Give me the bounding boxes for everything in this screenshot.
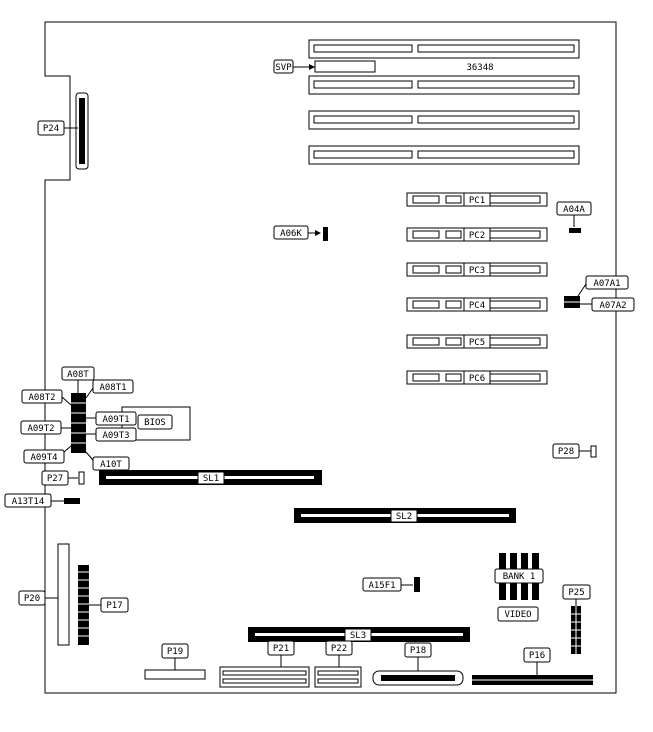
svp-label: SVP [275, 63, 292, 73]
isa-slots [308, 39, 580, 165]
bios-callout: BIOS [137, 414, 173, 430]
pc4-label: PC4 [469, 301, 485, 311]
p22-connector [314, 666, 362, 688]
a09t2-label: A09T2 [27, 424, 54, 434]
svp-callout: SVP [273, 59, 315, 74]
a10t-label: A10T [100, 460, 122, 470]
a13t14-label: A13T14 [12, 497, 45, 507]
a04a-callout: A04A [556, 201, 592, 233]
video-label: VIDEO [504, 610, 531, 620]
sl3-label: SL3 [350, 631, 366, 641]
p17-callout: P17 [89, 597, 129, 613]
bank1-callout: BANK 1 [494, 568, 544, 584]
p17-label: P17 [106, 601, 122, 611]
a09t2-callout: A09T2 [20, 420, 71, 435]
sl2-slot: SL2 [294, 508, 516, 523]
a15f1-label: A15F1 [368, 581, 395, 591]
p19-callout: P19 [144, 643, 206, 680]
a04a-jumper [569, 228, 581, 233]
a06k-callout: A06K [273, 225, 328, 241]
sl1-label: SL1 [203, 474, 219, 484]
p16-callout: P16 [472, 647, 593, 685]
p21-connector [219, 666, 310, 688]
a10t-callout: A10T [85, 451, 130, 471]
p16-label: P16 [529, 651, 545, 661]
p24-callout: P24 [37, 120, 78, 136]
a09t3-label: A09T3 [102, 431, 129, 441]
a07a1-label: A07A1 [593, 279, 620, 289]
p22-label: P22 [331, 644, 347, 654]
a08t2-callout: A08T2 [21, 389, 72, 406]
a09t4-label: A09T4 [30, 453, 57, 463]
a15f1-jumper [414, 577, 420, 592]
pci-slot-labels: PC1 PC2 PC3 PC4 PC5 PC6 [463, 192, 491, 385]
sl2-label: SL2 [396, 512, 412, 522]
a04a-label: A04A [563, 205, 585, 215]
board-outline [44, 21, 617, 694]
a09t3-callout: A09T3 [86, 427, 137, 442]
p20-callout: P20 [18, 590, 58, 606]
p27-label: P27 [47, 474, 63, 484]
p22-callout: P22 [314, 640, 362, 688]
p25-callout: P25 [562, 584, 591, 654]
video-memory-sockets [499, 553, 539, 600]
sl1-slot: SL1 [99, 470, 322, 485]
p21-callout: P21 [219, 640, 310, 688]
a07a2-label: A07A2 [599, 301, 626, 311]
bank1-label: BANK 1 [503, 572, 536, 582]
p18-callout: P18 [372, 642, 464, 686]
p28-connector [590, 445, 597, 458]
a13t14-jumper [64, 498, 80, 504]
p27-connector [78, 471, 85, 485]
a15f1-callout: A15F1 [362, 577, 420, 592]
a09t1-label: A09T1 [102, 415, 129, 425]
p17-connector [78, 565, 89, 645]
a07a-callouts: A07A1 A07A2 [564, 275, 635, 312]
a09t4-callout: A09T4 [23, 445, 72, 464]
a09t1-callout: A09T1 [86, 411, 137, 426]
p28-label: P28 [558, 447, 574, 457]
a06k-jumper [323, 227, 328, 241]
pc5-label: PC5 [469, 338, 485, 348]
pc2-label: PC2 [469, 231, 485, 241]
a08t1-label: A08T1 [99, 383, 126, 393]
a06k-label: A06K [280, 229, 302, 239]
p18-label: P18 [410, 646, 426, 656]
video-callout: VIDEO [497, 606, 539, 622]
board-model-number: 36348 [466, 63, 493, 73]
p24-label: P24 [43, 124, 59, 134]
a13t14-callout: A13T14 [4, 493, 80, 508]
p25-label: P25 [568, 588, 584, 598]
p28-callout: P28 [552, 443, 597, 459]
pc6-label: PC6 [469, 374, 485, 384]
p27-callout: P27 [41, 470, 85, 486]
p21-label: P21 [273, 644, 289, 654]
pci-slots [406, 192, 548, 385]
svp-header [314, 60, 376, 73]
sl3-slot: SL3 [248, 627, 470, 642]
p20-connector [57, 543, 70, 646]
pc1-label: PC1 [469, 196, 485, 206]
bios-label: BIOS [144, 418, 166, 428]
a08t2-label: A08T2 [28, 393, 55, 403]
pc3-label: PC3 [469, 266, 485, 276]
a08t-callout: A08T [61, 366, 95, 393]
p20-label: P20 [24, 594, 40, 604]
p19-connector [144, 669, 206, 680]
a08t-label: A08T [67, 370, 89, 380]
p19-label: P19 [167, 647, 183, 657]
a08t1-callout: A08T1 [85, 379, 134, 399]
